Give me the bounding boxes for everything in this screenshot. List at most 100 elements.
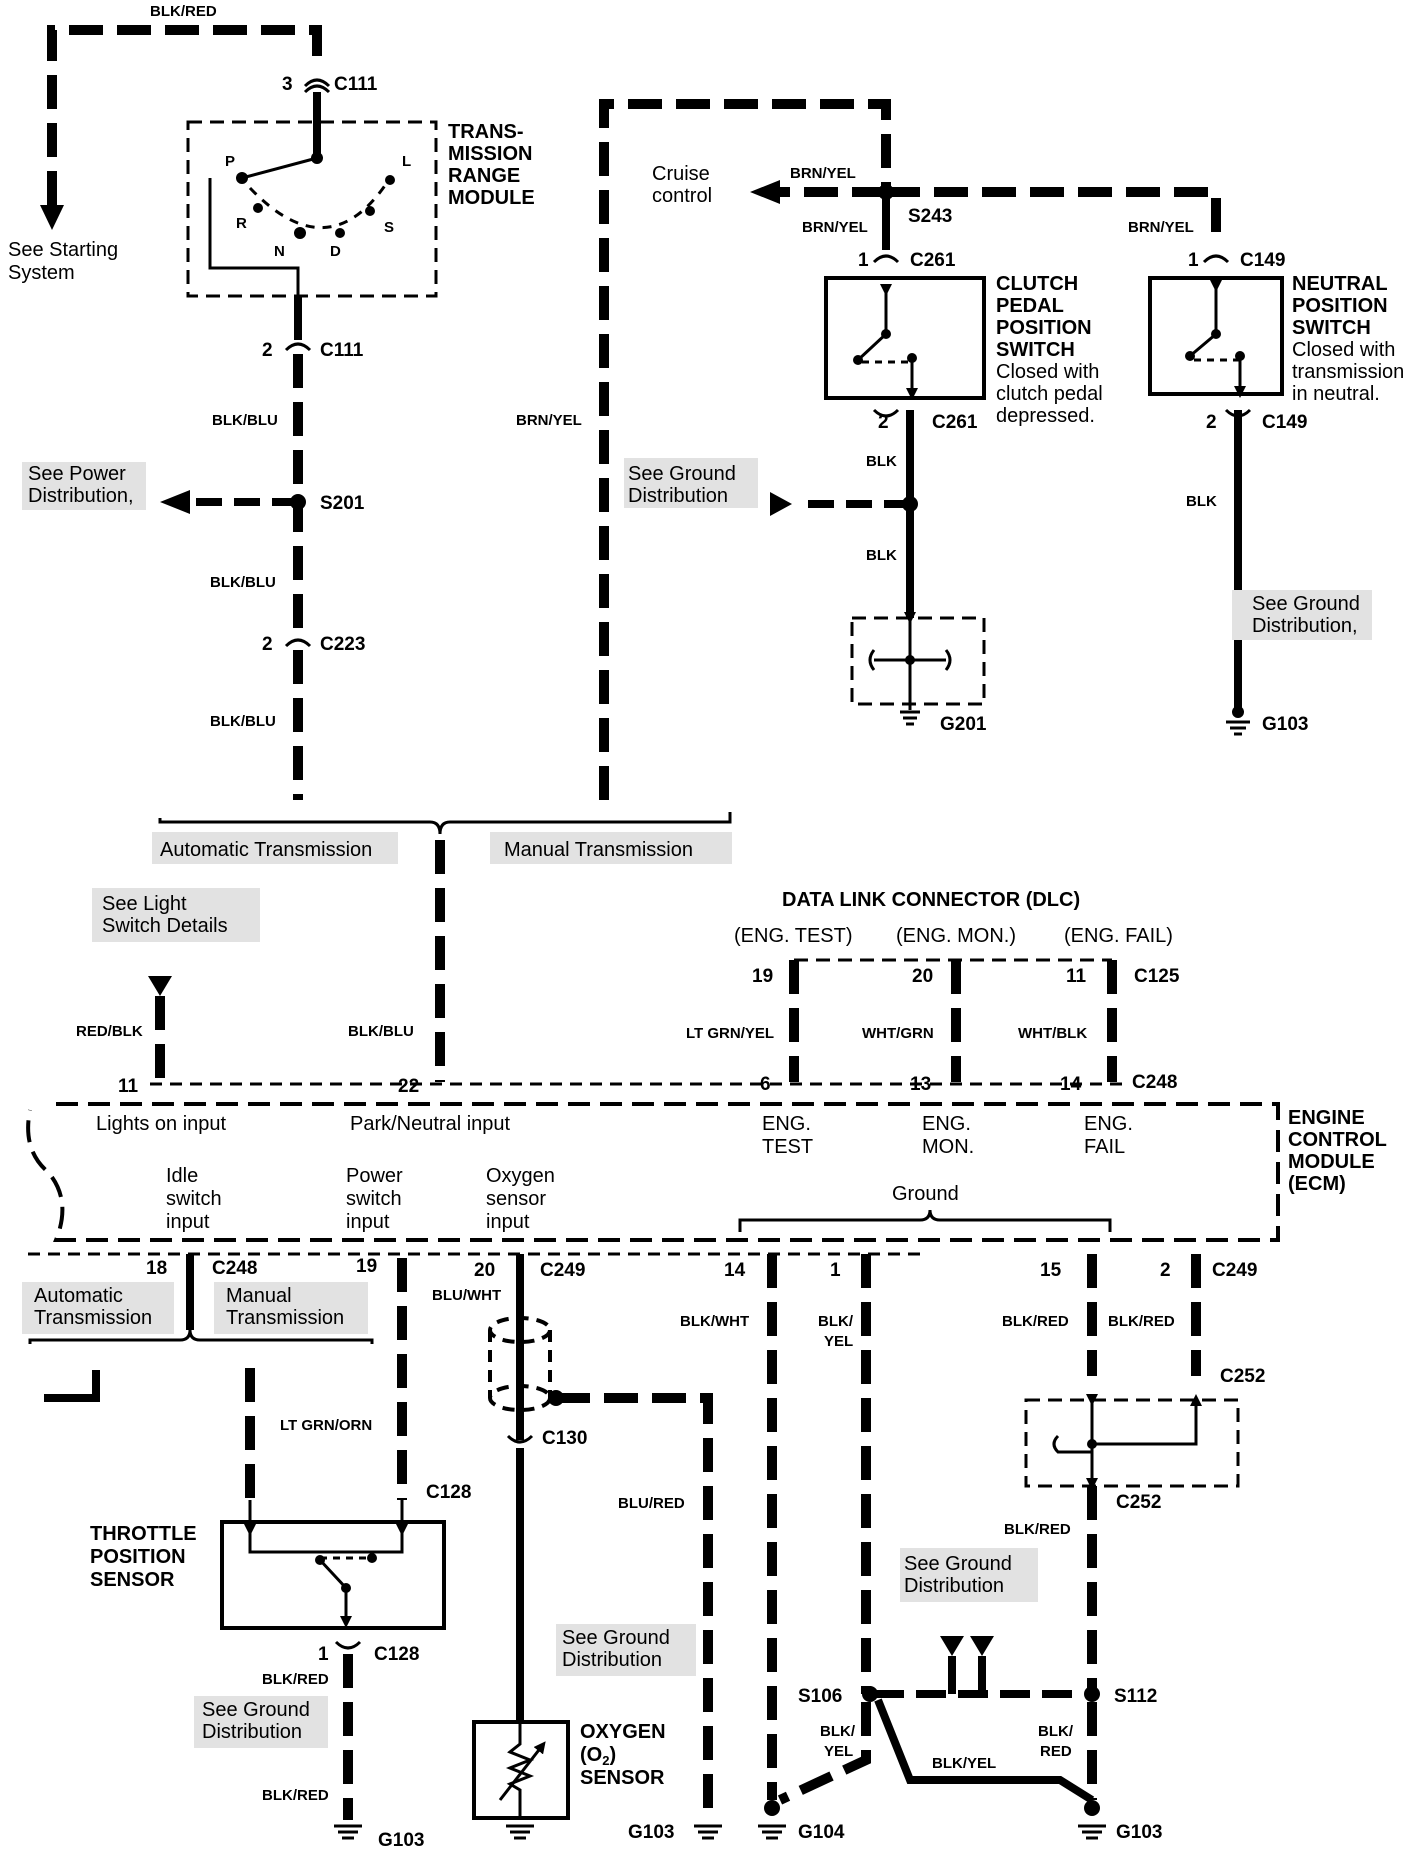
connector-c111-top	[303, 78, 331, 94]
wire-label-lt-grn-orn: LT GRN/ORN	[280, 1417, 372, 1434]
label-g103-neutral: G103	[1262, 714, 1308, 735]
ref-manual-trans: Manual Transmission	[504, 839, 693, 861]
label-s243: S243	[908, 206, 952, 227]
dlc-eng-fail: (ENG. FAIL)	[1064, 925, 1173, 947]
g201-junction-box	[850, 616, 986, 706]
ref-manual-trans-split-1: Manual	[226, 1285, 292, 1307]
ground-symbol-g103-neutral	[1226, 706, 1250, 736]
ref-ground-dist-o2-1: See Ground	[562, 1627, 670, 1649]
trm-pos-n: N	[274, 243, 285, 260]
wire-label-blk-red-top: BLK/RED	[150, 3, 217, 20]
pin-11-dlc: 11	[1066, 966, 1087, 987]
pin-6-dlc: 6	[760, 1074, 771, 1095]
wire-label-blk-blu-3: BLK/BLU	[210, 713, 276, 730]
ecm-eng-mon-1: ENG.	[922, 1113, 971, 1135]
wire-label-blk-yel-2b: YEL	[824, 1743, 853, 1760]
ground-symbol-g103-right	[1078, 1800, 1106, 1840]
arrow-power-dist	[160, 490, 190, 514]
wire-label-blk-yel-1a: BLK/	[818, 1313, 854, 1330]
wire-auto-stub	[44, 1370, 100, 1402]
trm-selector	[208, 152, 395, 296]
label-c111-top: C111	[334, 74, 378, 95]
transmission-range-module-box	[186, 120, 438, 298]
wire-label-blk-wht: BLK/WHT	[680, 1313, 749, 1330]
wire-brn-yel-long	[599, 99, 891, 800]
ref-light-switch-1: See Light	[102, 893, 187, 915]
wire-label-blk-red-tps-1: BLK/RED	[262, 1671, 329, 1688]
ref-ground-dist-o2-2: Distribution	[562, 1649, 662, 1671]
ecm-ground-bracket	[738, 1209, 1112, 1232]
ground-symbol-g103-tps	[334, 1824, 362, 1840]
wire-label-blk-clutch-2: BLK	[866, 547, 897, 564]
splice-s106	[862, 1686, 878, 1702]
neutral-note-1: Closed with	[1292, 339, 1395, 361]
o2-shield	[488, 1316, 564, 1412]
ecm-eng-fail-1: ENG.	[1084, 1113, 1133, 1135]
trm-title-3: RANGE	[448, 165, 520, 187]
wire-label-blk-blu-1: BLK/BLU	[212, 412, 278, 429]
trm-pos-d: D	[330, 243, 341, 260]
pin-3: 3	[282, 74, 293, 95]
arrow-ground-dist-clutch	[770, 492, 792, 516]
pin-1-ground: 1	[830, 1260, 841, 1281]
trm-title-2: MISSION	[448, 143, 532, 165]
trm-pos-r: R	[236, 215, 247, 232]
label-g103-right: G103	[1116, 1822, 1162, 1843]
dlc-eng-mon: (ENG. MON.)	[896, 925, 1016, 947]
pin-2-c261: 2	[878, 412, 889, 433]
splice-s112	[1084, 1686, 1100, 1702]
wire-label-brn-yel-neutral: BRN/YEL	[1128, 219, 1194, 236]
ecm-park-neutral-input: Park/Neutral input	[350, 1113, 511, 1135]
ground-symbol-g201	[900, 710, 920, 726]
label-c128-top: C128	[426, 1482, 471, 1503]
trm-pos-l: L	[402, 153, 411, 170]
wire-label-brn-yel-cruise: BRN/YEL	[790, 165, 856, 182]
dlc-title: DATA LINK CONNECTOR (DLC)	[782, 889, 1080, 911]
label-c261-bottom: C261	[932, 412, 978, 433]
pin-2-c111: 2	[262, 340, 273, 361]
wire-label-blk-red-s112a: BLK/	[1038, 1723, 1074, 1740]
o2-title-3: SENSOR	[580, 1767, 665, 1789]
clutch-title-3: POSITION	[996, 317, 1092, 339]
label-c252-bottom: C252	[1116, 1492, 1161, 1513]
connector-c111-bottom	[284, 342, 312, 352]
dlc-eng-test: (ENG. TEST)	[734, 925, 853, 947]
connector-c128-bottom	[334, 1640, 362, 1650]
neutral-note-3: in neutral.	[1292, 383, 1380, 405]
clutch-title-1: CLUTCH	[996, 273, 1078, 295]
wire-label-blk-red-15: BLK/RED	[1002, 1313, 1069, 1330]
ecm-title-2: CONTROL	[1288, 1129, 1387, 1151]
label-c130: C130	[542, 1428, 587, 1449]
ecm-eng-mon-2: MON.	[922, 1136, 974, 1158]
label-c261-top: C261	[910, 250, 956, 271]
wire-label-blk-red-tps-2: BLK/RED	[262, 1787, 329, 1804]
o2-sensor-element	[498, 1722, 546, 1818]
ground-symbol-g104	[758, 1800, 786, 1840]
pin-19-power: 19	[356, 1256, 377, 1277]
ref-ground-dist-tps-2: Distribution	[202, 1721, 302, 1743]
ref-see-starting-1: See Starting	[8, 239, 118, 261]
pin-1-c261: 1	[858, 250, 869, 271]
ecm-idle-3: input	[166, 1211, 210, 1233]
wire-label-brn-yel-long: BRN/YEL	[516, 412, 582, 429]
clutch-note-2: clutch pedal	[996, 383, 1103, 405]
ref-ground-dist-s106-1: See Ground	[904, 1553, 1012, 1575]
wire-label-red-blk: RED/BLK	[76, 1023, 143, 1040]
ref-manual-trans-split-2: Transmission	[226, 1307, 344, 1329]
pin-1-c149: 1	[1188, 250, 1199, 271]
pin-18: 18	[146, 1258, 167, 1279]
wire-blu-red	[556, 1393, 713, 1820]
ref-cruise-1: Cruise	[652, 163, 710, 185]
label-c149-bottom: C149	[1262, 412, 1307, 433]
trm-title-4: MODULE	[448, 187, 535, 209]
ecm-power-1: Power	[346, 1165, 403, 1187]
arrow-light-switch	[148, 976, 172, 996]
connector-c130	[506, 1434, 534, 1444]
ecm-oxygen-3: input	[486, 1211, 530, 1233]
label-c249-right: C249	[1212, 1260, 1257, 1281]
label-s201: S201	[320, 493, 365, 514]
ref-ground-dist-clutch-1: See Ground	[628, 463, 736, 485]
o2-title-1: OXYGEN	[580, 1721, 666, 1743]
tps-title-3: SENSOR	[90, 1569, 175, 1591]
